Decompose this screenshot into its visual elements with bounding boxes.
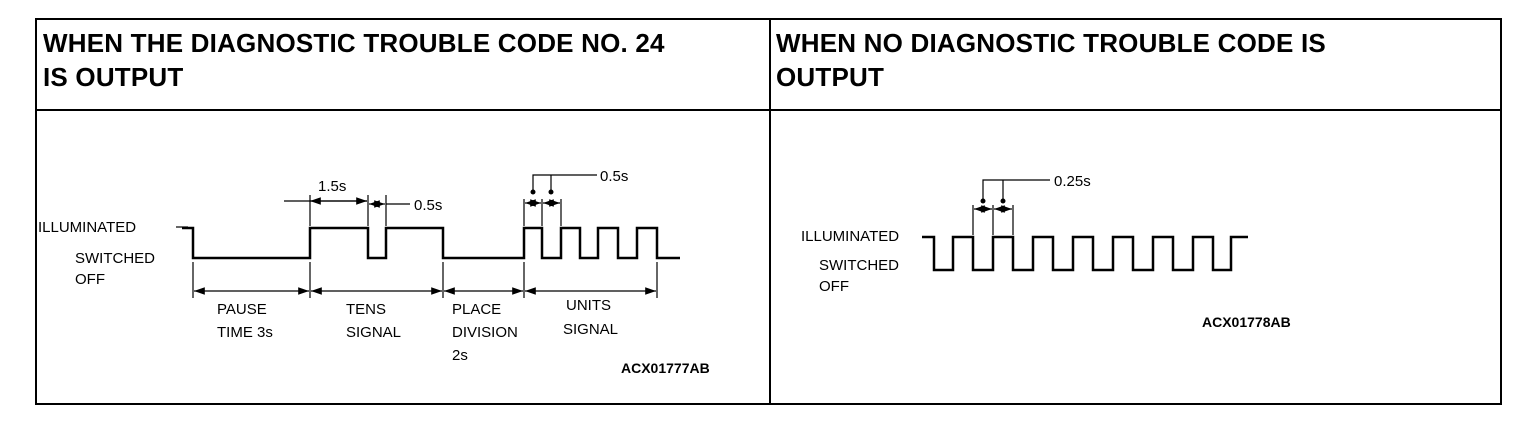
header-left-line-1: WHEN THE DIAGNOSTIC TROUBLE CODE NO. 24	[43, 28, 665, 58]
left-illuminated-label: ILLUMINATED	[38, 219, 136, 236]
diagnostic-table	[35, 18, 1502, 405]
left-units-label-2: SIGNAL	[563, 321, 618, 338]
left-units-label-1: UNITS	[566, 297, 611, 314]
right-switched-label: SWITCHED	[819, 257, 899, 274]
left-tens-label-2: SIGNAL	[346, 324, 401, 341]
left-place-label-1: PLACE	[452, 301, 501, 318]
header-right-line-1: WHEN NO DIAGNOSTIC TROUBLE CODE IS	[776, 28, 1326, 58]
header-left-line-2: IS OUTPUT	[43, 62, 184, 92]
right-diagram: ILLUMINATED SWITCHED OFF 0.25s ACX01778A…	[801, 173, 1291, 330]
left-switched-label: SWITCHED	[75, 250, 155, 267]
right-illuminated-label: ILLUMINATED	[801, 228, 899, 245]
left-signal-waveform	[182, 226, 680, 260]
left-off-label: OFF	[75, 271, 105, 288]
right-off-label: OFF	[819, 278, 849, 295]
left-figure-code: ACX01777AB	[621, 360, 710, 376]
left-tens-label-1: TENS	[346, 301, 386, 318]
right-timing-0-25s: 0.25s	[1054, 173, 1091, 190]
header-right-line-2: OUTPUT	[776, 62, 885, 92]
column-divider	[769, 20, 771, 403]
left-timing-0-5s-units: 0.5s	[600, 168, 628, 185]
left-timing-0-5s-tens: 0.5s	[414, 197, 442, 214]
left-place-label-3: 2s	[452, 347, 468, 364]
left-pause-label-2: TIME 3s	[217, 324, 273, 341]
header-right: WHEN NO DIAGNOSTIC TROUBLE CODE IS OUTPU…	[776, 26, 1326, 94]
right-dim-leader-a	[982, 179, 1050, 201]
left-pause-label-1: PAUSE	[217, 301, 267, 318]
left-place-label-2: DIVISION	[452, 324, 518, 341]
right-figure-code: ACX01778AB	[1202, 314, 1291, 330]
left-diagram: ILLUMINATED SWITCHED OFF 1.5s 0.5s 0.5s	[38, 168, 710, 376]
right-signal-waveform	[922, 235, 1248, 272]
header-divider	[37, 109, 1500, 111]
left-timing-1-5s: 1.5s	[318, 178, 346, 195]
left-dim-units-leader-a	[532, 174, 597, 192]
header-left: WHEN THE DIAGNOSTIC TROUBLE CODE NO. 24 …	[43, 26, 665, 94]
